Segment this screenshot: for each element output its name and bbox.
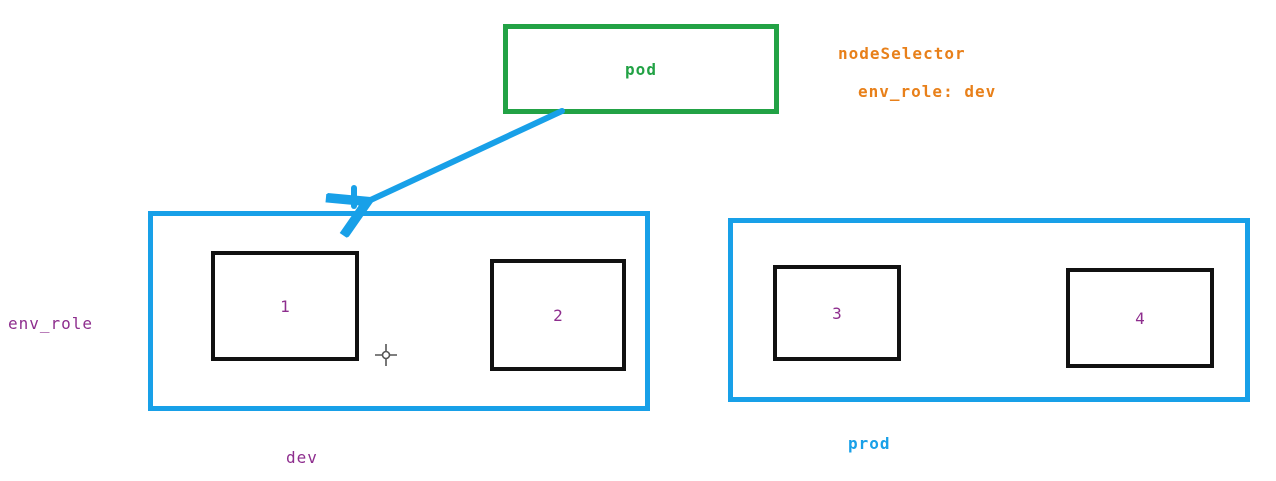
pod-box-label: pod [625, 59, 657, 79]
prod-group-label: prod [848, 434, 891, 453]
node-box-1: 1 [211, 251, 359, 361]
prod-node-group: 3 4 [728, 218, 1250, 402]
env-role-axis-label: env_role [8, 314, 94, 333]
node-4-label: 4 [1135, 308, 1145, 328]
node-selector-annotation-title: nodeSelector [838, 44, 966, 63]
node-2-label: 2 [553, 305, 563, 325]
node-selector-annotation-value: env_role: dev [858, 82, 997, 101]
node-1-label: 1 [280, 296, 290, 316]
dev-node-group: 1 2 [148, 211, 650, 411]
node-box-4: 4 [1066, 268, 1214, 368]
dev-group-label: dev [286, 448, 318, 467]
node-box-3: 3 [773, 265, 901, 361]
pod-box: pod [503, 24, 779, 114]
node-3-label: 3 [832, 303, 842, 323]
node-box-2: 2 [490, 259, 626, 371]
